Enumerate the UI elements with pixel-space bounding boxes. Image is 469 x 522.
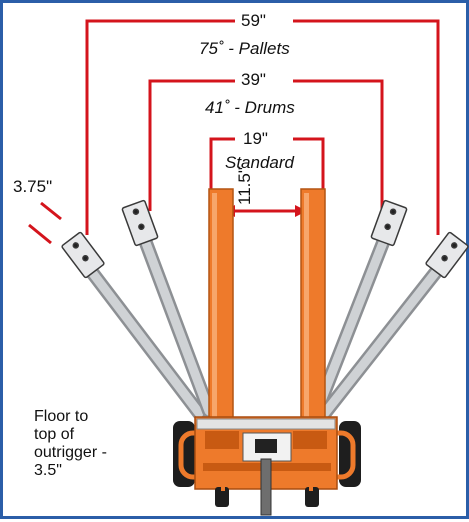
wide-dimension-caption: 75˚ - Pallets (199, 39, 290, 58)
floor-note-line: top of (34, 426, 75, 443)
medium-dimension-caption: 41˚ - Drums (205, 98, 295, 117)
outrigger-feet (61, 199, 469, 279)
foot-marker-lower (28, 223, 52, 245)
standard-dimension-value: 19" (241, 129, 270, 149)
wide-dimension-line (85, 19, 440, 235)
floor-note-line: Floor to (34, 408, 89, 425)
outrigger-arms (78, 228, 450, 420)
right-wheel (339, 421, 361, 487)
inner-gap-value: 11.5" (235, 167, 254, 205)
medium-dimension-line (148, 79, 384, 211)
dimension-lines (28, 19, 440, 245)
floor-note-line: 3.5" (34, 462, 62, 479)
truck-base (173, 416, 361, 516)
right-inner-arm (310, 228, 393, 418)
left-inner-arm (136, 228, 216, 418)
standard-dimension-caption: Standard (225, 153, 294, 172)
center-post (260, 458, 272, 516)
right-inner-foot (370, 199, 408, 247)
wide-dimension-value: 59" (239, 11, 268, 31)
standard-legs (208, 188, 326, 426)
right-outer-arm (318, 256, 450, 420)
foot-marker-upper (40, 201, 62, 221)
left-outer-arm (78, 256, 206, 420)
floor-note-line: outrigger - (34, 444, 107, 461)
left-caster (215, 487, 229, 507)
diagram-drawing (28, 19, 469, 516)
floor-height-note: Floor to top of outrigger - 3.5" (34, 408, 144, 480)
right-outer-foot (425, 231, 469, 279)
standard-dimension-line (209, 137, 325, 189)
foot-width-value: 3.75" (13, 177, 53, 196)
medium-dimension-value: 39" (239, 70, 268, 90)
left-outer-foot (61, 231, 105, 279)
left-inner-foot (121, 199, 159, 247)
left-wheel (173, 421, 195, 487)
right-caster (305, 487, 319, 507)
